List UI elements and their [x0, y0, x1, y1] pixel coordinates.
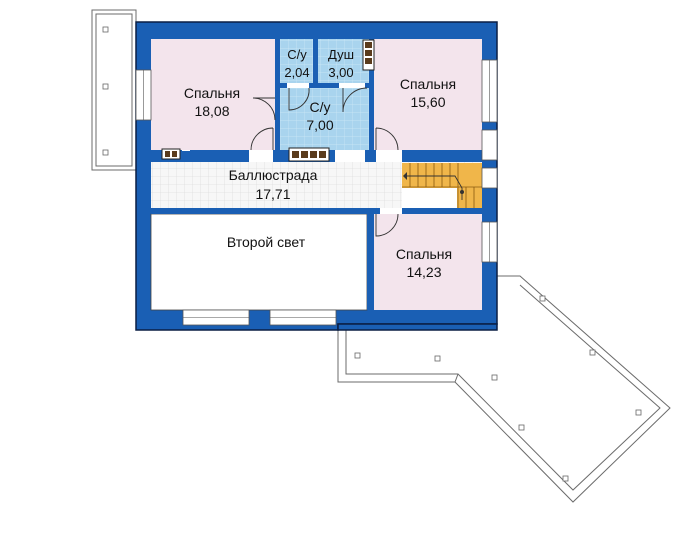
svg-text:Спальня: Спальня	[184, 85, 240, 101]
label-shower: Душ 3,00	[328, 47, 354, 80]
label-second-light: Второй свет	[227, 234, 306, 250]
svg-text:С/у: С/у	[310, 99, 331, 115]
label-bedroom-se: Спальня 14,23	[396, 246, 452, 280]
room-bedroom-se	[374, 214, 482, 310]
terrace-right	[337, 275, 671, 503]
label-wc-small: С/у 2,04	[284, 47, 309, 80]
svg-text:17,71: 17,71	[255, 186, 290, 202]
svg-text:7,00: 7,00	[306, 117, 333, 133]
room-wc-main	[280, 88, 369, 150]
staircase	[402, 163, 482, 208]
room-shower	[318, 39, 369, 83]
room-bedroom-nw	[151, 39, 275, 150]
label-bedroom-ne: Спальня 15,60	[400, 76, 456, 110]
label-bedroom-nw: Спальня 18,08	[184, 85, 240, 119]
svg-text:Второй свет: Второй свет	[227, 234, 306, 250]
svg-text:Душ: Душ	[328, 47, 354, 62]
svg-text:Баллюстрада: Баллюстрада	[229, 167, 318, 183]
room-second-light	[151, 214, 367, 310]
svg-text:Спальня: Спальня	[400, 76, 456, 92]
door-swings	[250, 87, 399, 237]
svg-text:3,00: 3,00	[328, 65, 353, 80]
label-wc-main: С/у 7,00	[306, 99, 333, 133]
svg-text:Спальня: Спальня	[396, 246, 452, 262]
svg-text:18,08: 18,08	[194, 103, 229, 119]
svg-text:С/у: С/у	[287, 47, 307, 62]
svg-text:15,60: 15,60	[410, 94, 445, 110]
svg-text:2,04: 2,04	[284, 65, 309, 80]
windows	[135, 59, 498, 326]
door-openings	[182, 83, 402, 214]
room-bedroom-ne	[374, 39, 482, 150]
room-wc-small	[280, 39, 313, 83]
svg-text:14,23: 14,23	[406, 264, 441, 280]
fixtures	[161, 39, 375, 162]
balcony-left	[91, 9, 137, 171]
label-balustrade: Баллюстрада 17,71	[229, 167, 318, 202]
